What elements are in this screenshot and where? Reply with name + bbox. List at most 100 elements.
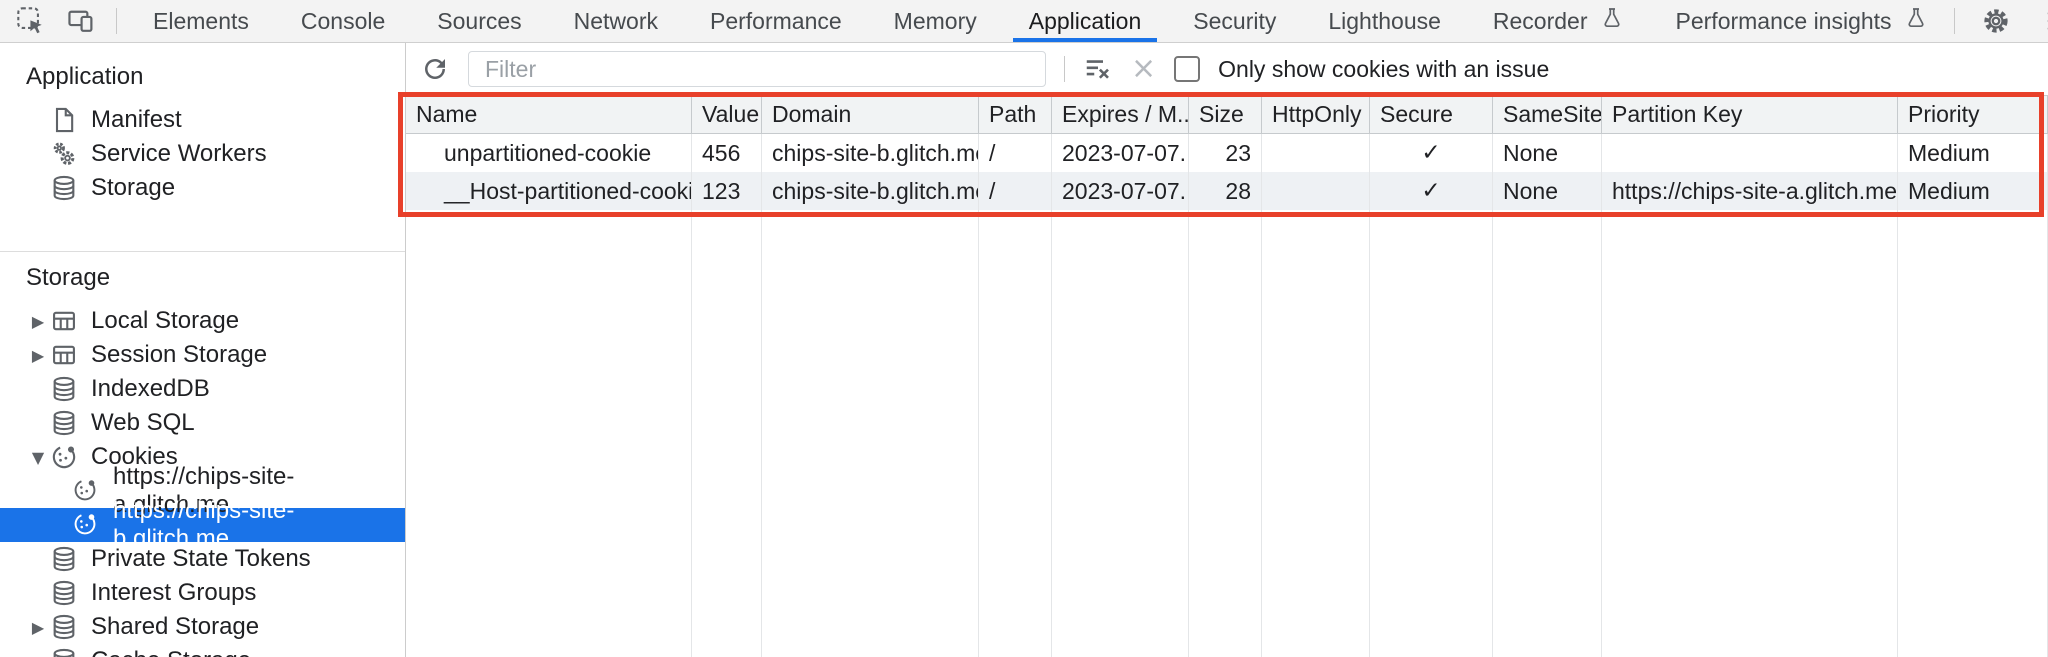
expand-arrow-icon[interactable]: ▶ — [31, 345, 45, 365]
settings-gear-icon[interactable] — [1981, 6, 2011, 36]
tab-label: Memory — [893, 7, 977, 34]
database-icon — [50, 579, 78, 607]
cell-size: 23 — [1189, 134, 1262, 172]
sidebar-item-storage[interactable]: Storage — [0, 171, 405, 205]
toolbar-divider — [1953, 8, 1955, 34]
collapse-arrow-icon[interactable]: ▼ — [31, 447, 45, 467]
table-icon — [50, 307, 78, 335]
table-row[interactable]: __Host-partitioned-cookie 123 chips-site… — [406, 172, 2048, 210]
sidebar-item-cache-storage[interactable]: Cache Storage — [0, 644, 405, 657]
column-header-httponly[interactable]: HttpOnly — [1262, 96, 1370, 134]
table-row[interactable]: unpartitioned-cookie 456 chips-site-b.gl… — [406, 134, 2048, 172]
cookie-icon — [72, 477, 100, 505]
empty-cell — [1898, 210, 2048, 657]
database-icon — [50, 647, 78, 657]
sidebar-item-label: Service Workers — [91, 140, 267, 167]
sidebar-item-label: IndexedDB — [91, 375, 210, 402]
tab-console[interactable]: Console — [275, 0, 411, 42]
empty-cell — [406, 210, 692, 657]
cell-path: / — [979, 134, 1052, 172]
sidebar-item-label: Cache Storage — [91, 647, 251, 657]
cell-priority: Medium — [1898, 134, 2048, 172]
cell-domain: chips-site-b.glitch.me — [762, 134, 979, 172]
tab-application[interactable]: Application — [1003, 0, 1168, 42]
cell-value: 456 — [692, 134, 762, 172]
tab-label: Elements — [153, 7, 249, 34]
tab-lighthouse[interactable]: Lighthouse — [1302, 0, 1467, 42]
tab-label: Network — [573, 7, 658, 34]
cookie-icon — [50, 443, 78, 471]
cell-value: 123 — [692, 172, 762, 210]
tabbar-right-icons: × — [1953, 0, 2048, 42]
sidebar-item-cookies-chips-site-b[interactable]: https://chips-site-b.glitch.me — [0, 497, 405, 552]
expand-arrow-icon[interactable]: ▶ — [31, 311, 45, 331]
tab-label: Security — [1193, 7, 1277, 34]
sidebar-item-manifest[interactable]: Manifest — [0, 103, 405, 137]
file-icon — [50, 106, 78, 134]
inspect-element-icon[interactable] — [16, 6, 46, 36]
tab-performance-insights[interactable]: Performance insights — [1650, 0, 1954, 42]
tab-elements[interactable]: Elements — [127, 0, 275, 42]
table-header-row: Name Value Domain Path Expires / M... Si… — [406, 96, 2048, 134]
kebab-menu-icon[interactable] — [2037, 8, 2048, 34]
devtools-tabbar: Elements Console Sources Network Perform… — [0, 0, 2048, 43]
column-header-size[interactable]: Size — [1189, 96, 1262, 134]
sidebar-item-private-state-tokens[interactable]: Private State Tokens — [0, 542, 405, 576]
column-header-partition-key[interactable]: Partition Key — [1602, 96, 1898, 134]
refresh-icon[interactable] — [420, 54, 450, 84]
database-icon — [50, 613, 78, 641]
filter-input[interactable] — [468, 51, 1046, 87]
sidebar-item-cookies[interactable]: ▼ Cookies — [0, 440, 405, 474]
sidebar-item-label: https://chips-site-b.glitch.me — [113, 497, 295, 552]
sidebar-item-session-storage[interactable]: ▶ Session Storage — [0, 338, 405, 372]
empty-cell — [1370, 210, 1493, 657]
sidebar-item-service-workers[interactable]: Service Workers — [0, 137, 405, 171]
gears-icon — [50, 140, 78, 168]
sidebar-item-local-storage[interactable]: ▶ Local Storage — [0, 304, 405, 338]
issue-filter-label[interactable]: Only show cookies with an issue — [1218, 55, 1550, 82]
sidebar-item-shared-storage[interactable]: ▶ Shared Storage — [0, 610, 405, 644]
column-header-value[interactable]: Value — [692, 96, 762, 134]
tab-security[interactable]: Security — [1167, 0, 1302, 42]
application-sidebar: Application Manifest Service Workers — [0, 43, 406, 657]
clear-filter-icon[interactable] — [1083, 54, 1113, 84]
empty-cell — [1493, 210, 1602, 657]
sidebar-item-label: Shared Storage — [91, 613, 260, 640]
issue-filter-checkbox[interactable] — [1174, 56, 1201, 82]
tabbar-left-icons — [0, 0, 127, 42]
empty-cell — [762, 210, 979, 657]
column-header-domain[interactable]: Domain — [762, 96, 979, 134]
cell-httponly — [1262, 134, 1370, 172]
column-header-secure[interactable]: Secure — [1370, 96, 1493, 134]
empty-cell — [1262, 210, 1370, 657]
column-header-name[interactable]: Name — [406, 96, 692, 134]
database-icon — [50, 409, 78, 437]
sidebar-item-interest-groups[interactable]: Interest Groups — [0, 576, 405, 610]
expand-arrow-icon[interactable]: ▶ — [31, 617, 45, 637]
section-title-application: Application — [26, 63, 144, 90]
database-icon — [50, 375, 78, 403]
column-header-samesite[interactable]: SameSite — [1493, 96, 1602, 134]
delete-selected-icon[interactable]: × — [1131, 51, 1157, 86]
cell-expires: 2023-07-07... — [1052, 134, 1189, 172]
tab-recorder[interactable]: Recorder — [1467, 0, 1650, 42]
database-icon — [50, 545, 78, 573]
tab-memory[interactable]: Memory — [868, 0, 1003, 42]
sidebar-item-web-sql[interactable]: Web SQL — [0, 406, 405, 440]
tab-network[interactable]: Network — [548, 0, 684, 42]
empty-cell — [1602, 210, 1898, 657]
experiment-flask-icon — [1904, 6, 1928, 36]
sidebar-item-indexeddb[interactable]: IndexedDB — [0, 372, 405, 406]
toolbar-divider — [116, 8, 117, 34]
device-toolbar-icon[interactable] — [66, 6, 96, 36]
sidebar-item-cookies-chips-site-a[interactable]: https://chips-site-a.glitch.me — [0, 463, 405, 518]
sidebar-item-label: Manifest — [91, 106, 182, 133]
tab-sources[interactable]: Sources — [411, 0, 547, 42]
column-header-expires[interactable]: Expires / M... — [1052, 96, 1189, 134]
column-header-path[interactable]: Path — [979, 96, 1052, 134]
column-header-priority[interactable]: Priority — [1898, 96, 2048, 134]
toolbar-divider — [1064, 56, 1065, 82]
tab-performance[interactable]: Performance — [684, 0, 868, 42]
cell-partition-key — [1602, 134, 1898, 172]
empty-cell — [1052, 210, 1189, 657]
